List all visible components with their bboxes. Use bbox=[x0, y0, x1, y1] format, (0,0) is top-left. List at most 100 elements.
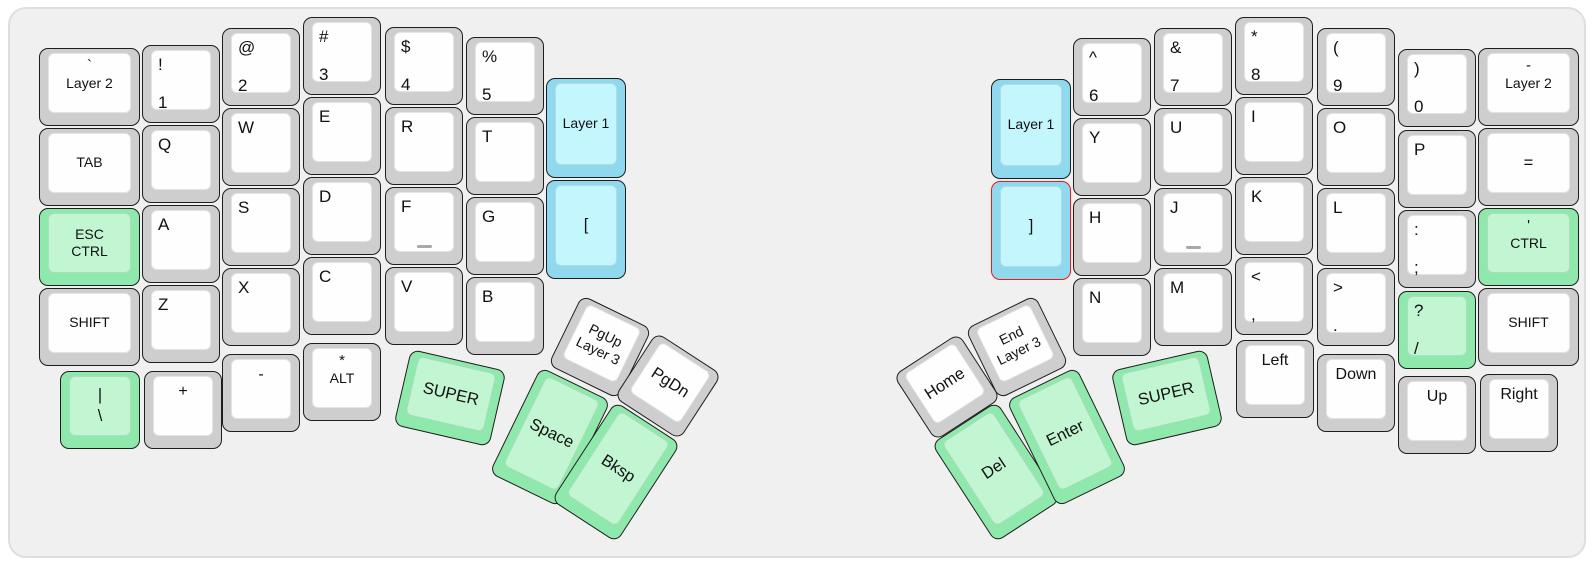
key-q[interactable]: Q bbox=[142, 125, 220, 203]
key-y[interactable]: Y bbox=[1073, 118, 1151, 196]
key-minus[interactable]: - bbox=[222, 354, 300, 432]
key-labels: ?/ bbox=[1414, 301, 1473, 358]
key-r[interactable]: R bbox=[385, 107, 463, 185]
key-labels: *ALT bbox=[312, 348, 372, 408]
key-caret-6[interactable]: ^6 bbox=[1073, 38, 1151, 116]
key-percent-5[interactable]: %5 bbox=[466, 37, 544, 115]
key-j[interactable]: J bbox=[1154, 188, 1232, 266]
key-k[interactable]: K bbox=[1235, 177, 1313, 255]
key-labels: J bbox=[1170, 198, 1229, 217]
key-label: S bbox=[238, 198, 250, 217]
key-label: / bbox=[1414, 339, 1419, 358]
key-minus-layer2[interactable]: -Layer 2 bbox=[1478, 48, 1579, 126]
key-label: Z bbox=[158, 295, 169, 314]
key-tab[interactable]: TAB bbox=[39, 128, 140, 206]
key-label: Y bbox=[1089, 128, 1101, 147]
key-label: ALT bbox=[329, 370, 355, 386]
key-plus[interactable]: + bbox=[144, 371, 222, 449]
key-super-left[interactable]: SUPER bbox=[393, 348, 507, 448]
key-left-bracket[interactable]: [ bbox=[546, 180, 626, 279]
key-asterisk-8[interactable]: *8 bbox=[1235, 17, 1313, 95]
keycap-surface bbox=[312, 262, 372, 322]
key-paren-0[interactable]: )0 bbox=[1398, 49, 1476, 127]
key-label: ! bbox=[158, 55, 163, 74]
key-w[interactable]: W bbox=[222, 108, 300, 186]
key-label: N bbox=[1089, 288, 1102, 307]
key-t[interactable]: T bbox=[466, 117, 544, 195]
key-left-key[interactable]: Left bbox=[1236, 340, 1314, 418]
key-label: \ bbox=[97, 407, 103, 425]
key-grave-layer2[interactable]: `Layer 2 bbox=[39, 48, 140, 126]
key-labels: :; bbox=[1414, 220, 1473, 277]
key-right-key[interactable]: Right bbox=[1480, 374, 1558, 452]
key-v[interactable]: V bbox=[385, 267, 463, 345]
key-labels: Q bbox=[158, 135, 217, 154]
key-label: ' bbox=[1527, 217, 1530, 234]
key-exclam-1[interactable]: !1 bbox=[142, 45, 220, 123]
key-f[interactable]: F bbox=[385, 187, 463, 265]
key-dollar-4[interactable]: $4 bbox=[385, 27, 463, 105]
key-m[interactable]: M bbox=[1154, 268, 1232, 346]
key-p[interactable]: P bbox=[1398, 130, 1476, 208]
key-label: P bbox=[1414, 140, 1426, 159]
key-label: ] bbox=[1028, 217, 1034, 236]
key-s[interactable]: S bbox=[222, 188, 300, 266]
key-g[interactable]: G bbox=[466, 197, 544, 275]
key-down-key[interactable]: Down bbox=[1317, 354, 1395, 432]
key-shift-left[interactable]: SHIFT bbox=[39, 288, 140, 366]
keycap-surface bbox=[312, 182, 372, 242]
key-e[interactable]: E bbox=[303, 97, 381, 175]
keycap-surface bbox=[231, 273, 291, 333]
key-labels: C bbox=[319, 267, 378, 286]
key-at-2[interactable]: @2 bbox=[222, 28, 300, 106]
key-labels: Right bbox=[1489, 379, 1549, 439]
key-d[interactable]: D bbox=[303, 177, 381, 255]
key-equals[interactable]: = bbox=[1478, 128, 1579, 206]
key-super-right[interactable]: SUPER bbox=[1110, 348, 1224, 448]
key-layer1-left[interactable]: Layer 1 bbox=[546, 78, 626, 178]
keycap-surface bbox=[1082, 43, 1142, 103]
key-layer1-right[interactable]: Layer 1 bbox=[991, 79, 1071, 179]
key-paren-9[interactable]: (9 bbox=[1317, 28, 1395, 106]
key-amp-7[interactable]: &7 bbox=[1154, 28, 1232, 106]
key-o[interactable]: O bbox=[1317, 108, 1395, 186]
key-i[interactable]: I bbox=[1235, 97, 1313, 175]
key-label: Del bbox=[978, 454, 1009, 483]
key-question-slash[interactable]: ?/ bbox=[1398, 291, 1476, 369]
key-label: Enter bbox=[1043, 416, 1087, 450]
key-greater-period[interactable]: >. bbox=[1317, 268, 1395, 346]
key-asterisk-alt[interactable]: *ALT bbox=[303, 343, 381, 421]
key-quote-ctrl[interactable]: 'CTRL bbox=[1478, 208, 1579, 286]
key-label: ^ bbox=[1089, 48, 1097, 67]
key-hash-3[interactable]: #3 bbox=[303, 17, 381, 95]
key-c[interactable]: C bbox=[303, 257, 381, 335]
key-x[interactable]: X bbox=[222, 268, 300, 346]
key-h[interactable]: H bbox=[1073, 198, 1151, 276]
keycap-surface bbox=[312, 102, 372, 162]
key-label: 3 bbox=[319, 65, 329, 84]
key-less-comma[interactable]: <, bbox=[1235, 257, 1313, 335]
key-a[interactable]: A bbox=[142, 205, 220, 283]
key-b[interactable]: B bbox=[466, 277, 544, 355]
homing-bar-icon bbox=[416, 245, 432, 248]
key-z[interactable]: Z bbox=[142, 285, 220, 363]
key-labels: PgDn bbox=[629, 341, 712, 424]
key-label: ESC bbox=[75, 225, 104, 242]
key-colon-semicolon[interactable]: :; bbox=[1398, 210, 1476, 288]
key-up-key[interactable]: Up bbox=[1398, 376, 1476, 454]
key-labels: W bbox=[238, 118, 297, 137]
key-labels: L bbox=[1333, 198, 1392, 217]
key-l[interactable]: L bbox=[1317, 188, 1395, 266]
key-u[interactable]: U bbox=[1154, 108, 1232, 186]
key-label: . bbox=[1333, 316, 1338, 335]
keycap-surface bbox=[1326, 33, 1386, 93]
key-label: @ bbox=[238, 38, 256, 57]
key-label: * bbox=[339, 352, 345, 369]
key-labels: SHIFT bbox=[1487, 293, 1570, 353]
key-pipe-backslash[interactable]: |\ bbox=[60, 371, 140, 449]
key-shift-right[interactable]: SHIFT bbox=[1478, 288, 1579, 366]
key-right-bracket[interactable]: ] bbox=[991, 181, 1071, 280]
key-n[interactable]: N bbox=[1073, 278, 1151, 356]
